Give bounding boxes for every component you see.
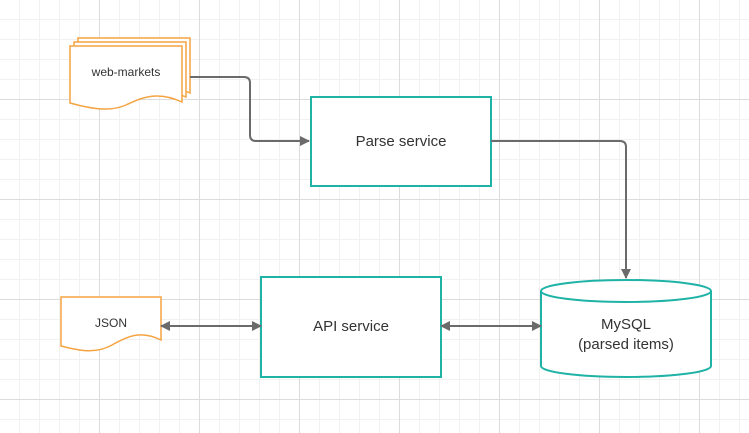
mysql-title: MySQL: [600, 316, 651, 333]
parse-service-box[interactable]: [310, 96, 492, 187]
json-label: JSON: [94, 316, 127, 330]
edge-web-markets-to-parse-service[interactable]: [190, 76, 310, 146]
web-markets-document-shape[interactable]: [69, 37, 191, 110]
web-markets-label: web-markets: [91, 65, 161, 79]
parse-service-label: Parse service: [355, 133, 447, 150]
edge-parse-service-to-mysql[interactable]: [491, 140, 631, 279]
mysql-database-shape[interactable]: [540, 279, 712, 378]
json-document-shape[interactable]: [60, 296, 162, 352]
mysql-subtitle: (parsed items): [578, 336, 674, 353]
mysql-label: MySQL (parsed items): [541, 312, 711, 358]
api-service-label: API service: [313, 318, 389, 335]
